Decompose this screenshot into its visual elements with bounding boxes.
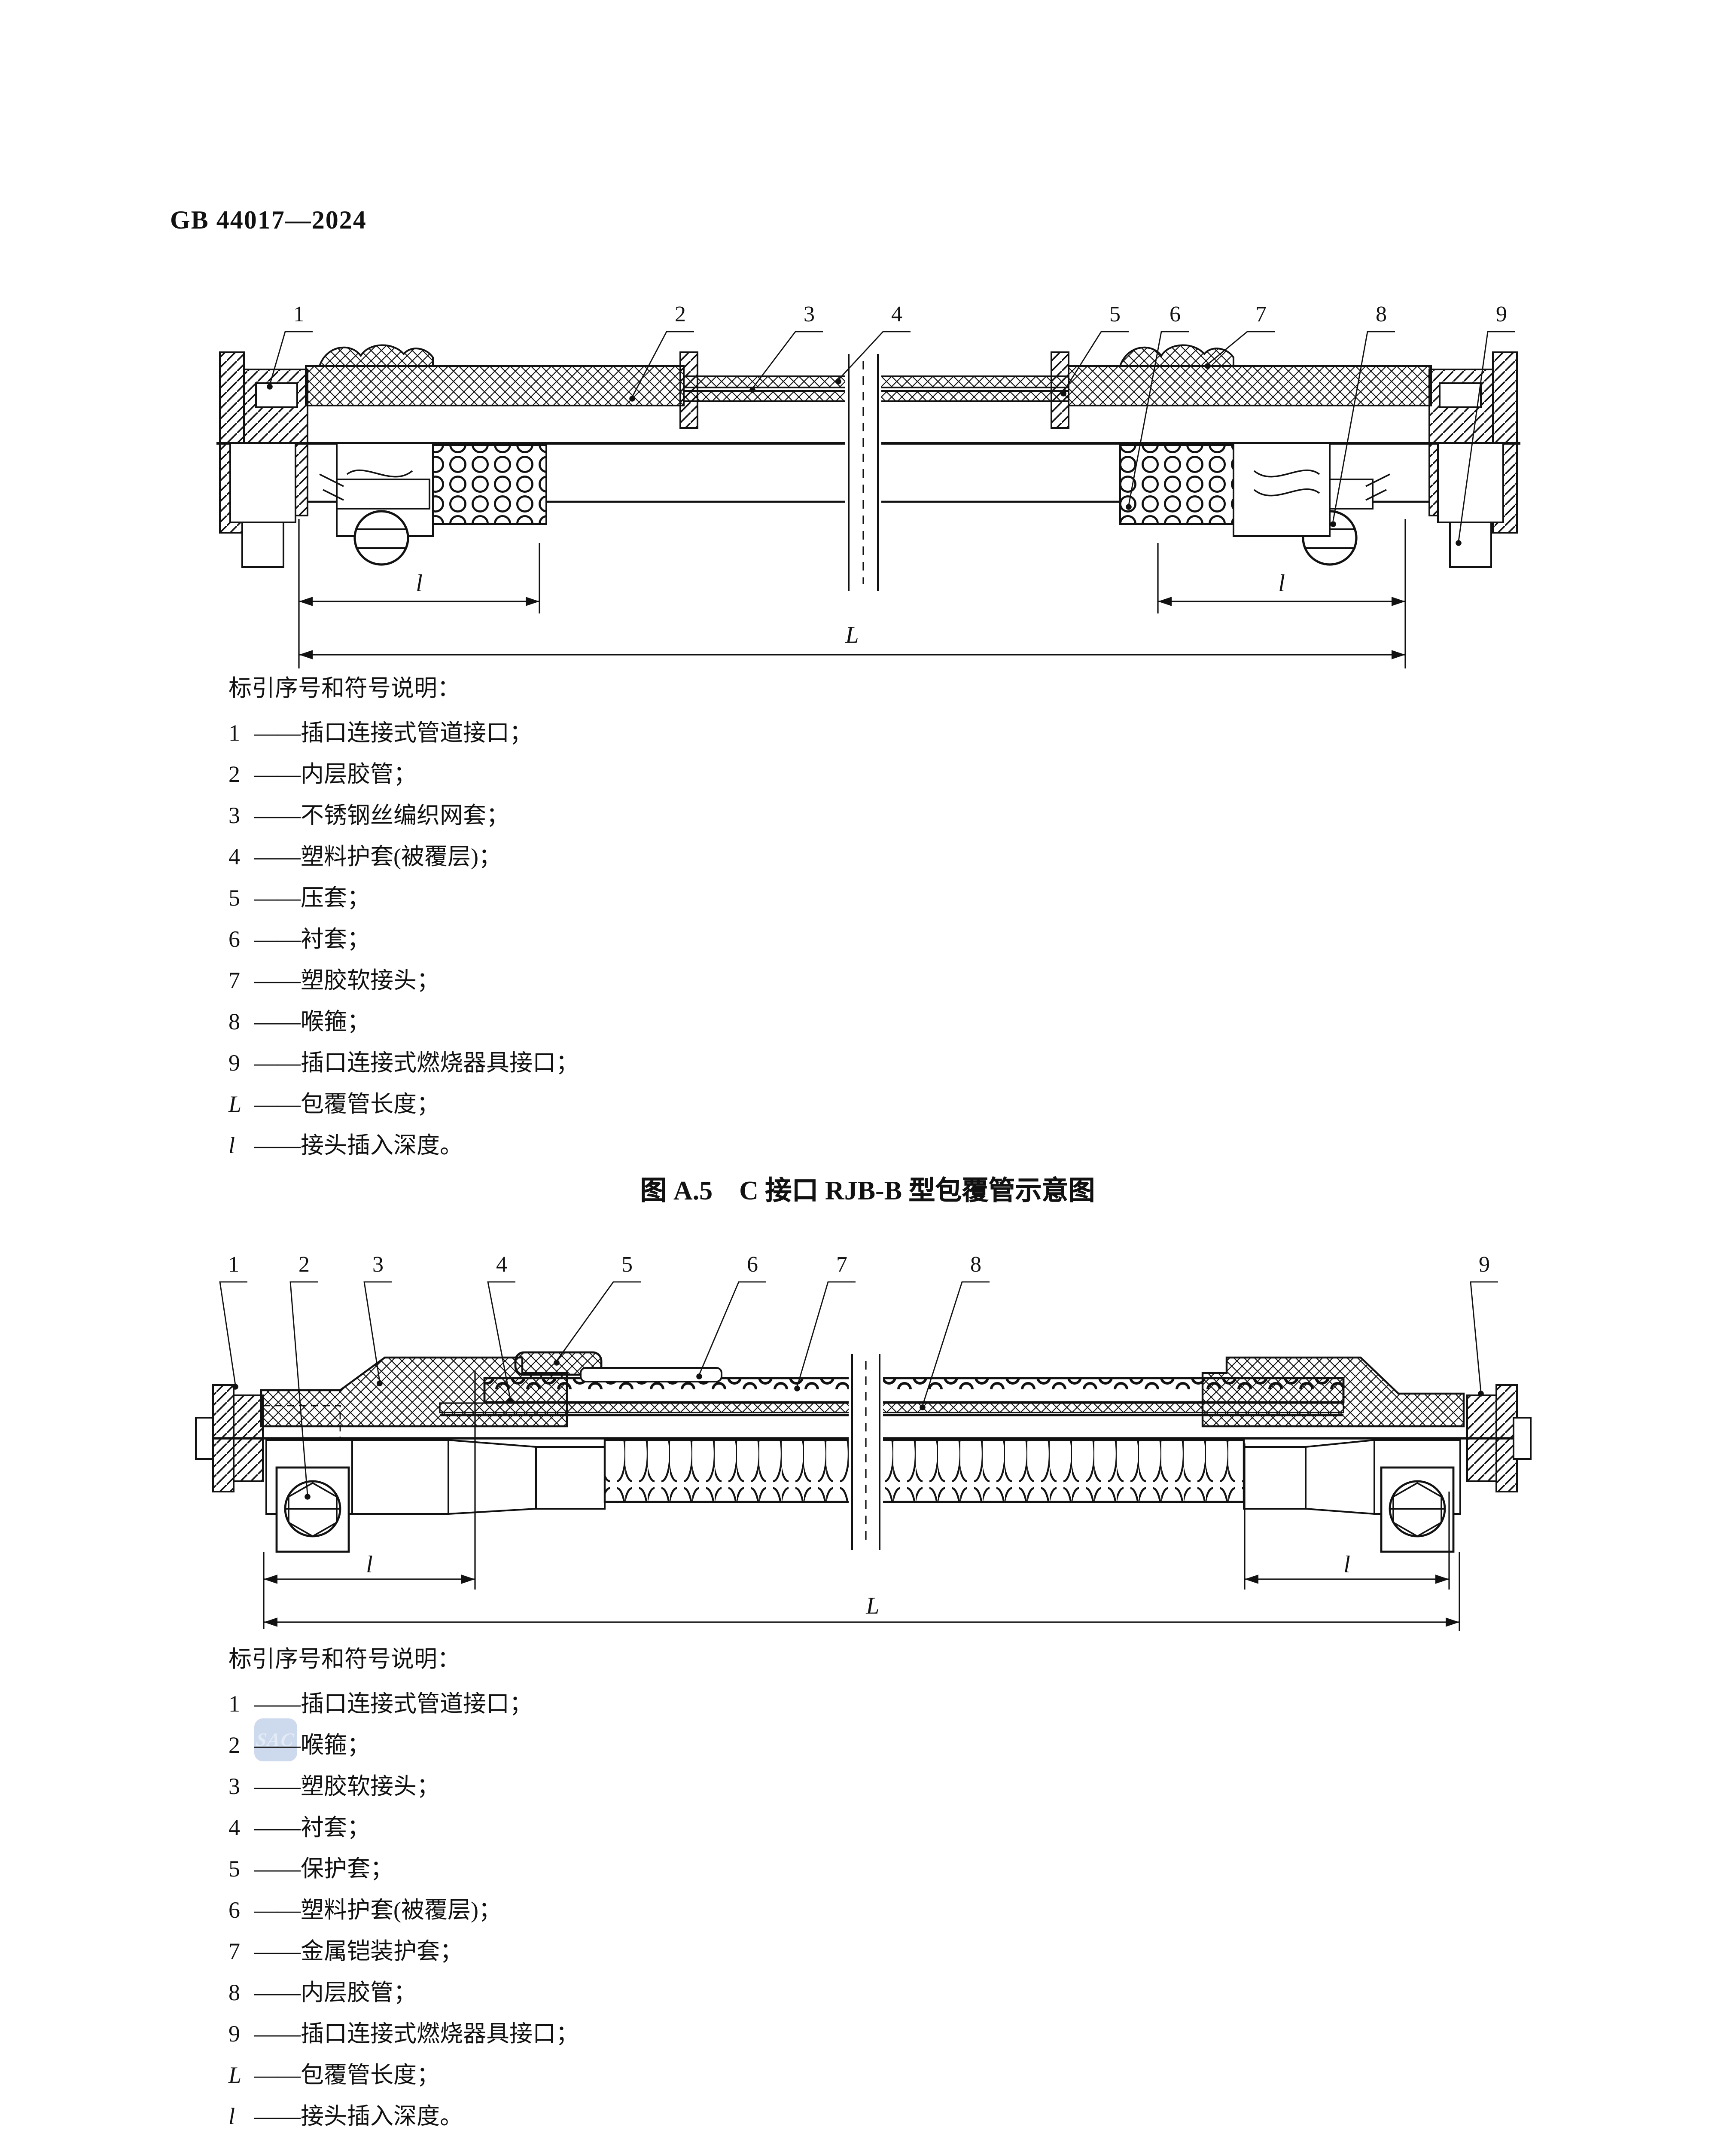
callout-number: 6 <box>1170 301 1181 326</box>
dim-label-l-right: l <box>1343 1553 1350 1579</box>
figure-a6-caption: 图 A.6 C 接口 RJB-K 型包覆管示意图 <box>0 2143 1735 2148</box>
press-sleeve-right <box>1051 351 1069 429</box>
hose-clamp-right <box>1374 1439 1461 1553</box>
corrugated-hose <box>603 1439 1245 1503</box>
callout-number: 6 <box>747 1251 758 1277</box>
dim-label-L: L <box>845 624 859 650</box>
burner-connector-right <box>1428 351 1518 568</box>
legend-item: 1——插口连接式管道接口； <box>228 1691 533 1717</box>
sac-watermark: SAC <box>254 1718 297 1761</box>
callout-number: 7 <box>1255 301 1267 326</box>
sleeve-blocks-left <box>351 1439 606 1515</box>
dim-label-L: L <box>866 1595 880 1620</box>
callout-number: 5 <box>1109 301 1121 326</box>
legend-item: l——接头插入深度。 <box>228 2103 463 2129</box>
pipe-connector-left <box>219 351 308 568</box>
callout-number: 2 <box>675 301 686 326</box>
callout-number: 2 <box>298 1251 310 1277</box>
callout-number: 8 <box>970 1251 981 1277</box>
callout-number: 9 <box>1496 301 1507 326</box>
callout-number: 8 <box>1376 301 1387 326</box>
sleeve-blocks-right <box>1243 1439 1375 1515</box>
callout-leader-lines <box>219 1281 1498 1500</box>
dim-label-l-right: l <box>1278 572 1285 598</box>
callout-number: 4 <box>891 301 902 326</box>
callout-number: 3 <box>372 1251 384 1277</box>
callout-number: 1 <box>228 1251 239 1277</box>
figure-a5-legend: 标引序号和符号说明： 1——插口连接式管道接口； 2——内层胶管； 3——不锈钢… <box>228 668 579 1167</box>
callout-number: 4 <box>496 1251 507 1277</box>
plastic-sheath <box>580 1367 722 1382</box>
legend-item: 9——插口连接式燃烧器具接口； <box>228 2021 579 2047</box>
legend-item: 5——保护套； <box>228 1856 393 1882</box>
press-sleeve-left <box>679 351 698 429</box>
dimension-lines <box>263 1371 1460 1631</box>
callout-number: 1 <box>293 301 305 326</box>
legend-item: 2——内层胶管； <box>228 761 417 787</box>
legend-item: 4——衬套； <box>228 1815 370 1840</box>
callout-number: 5 <box>621 1251 633 1277</box>
hose-clamp-left <box>265 1439 353 1553</box>
legend-item: 4——塑料护套(被覆层)； <box>228 844 502 870</box>
legend-title: 标引序号和符号说明： <box>228 1646 460 1672</box>
rubber-soft-joint-right <box>1119 344 1234 367</box>
callout-number: 3 <box>804 301 815 326</box>
figure-a6-drawing <box>195 1281 1532 1631</box>
legend-item: L——包覆管长度； <box>228 1091 440 1117</box>
hose-clamp-left <box>319 444 547 566</box>
legend-item: 2——喉箍； <box>228 1732 370 1758</box>
standard-code: GB 44017—2024 <box>170 208 367 235</box>
legend-item: l——接头插入深度。 <box>228 1132 463 1158</box>
break-lines <box>849 1347 883 1557</box>
break-lines <box>845 344 881 598</box>
callout-number: 9 <box>1479 1251 1490 1277</box>
pipe-connector-left <box>195 1384 341 1492</box>
callout-number: 7 <box>836 1251 847 1277</box>
legend-item: 7——塑胶软接头； <box>228 967 440 993</box>
legend-item: 5——压套； <box>228 885 370 911</box>
legend-item: 3——塑胶软接头； <box>228 1773 440 1799</box>
dimension-lines <box>298 519 1406 668</box>
rubber-soft-joint-left <box>318 344 434 367</box>
legend-item: L——包覆管长度； <box>228 2062 440 2088</box>
legend-item: 8——内层胶管； <box>228 1980 417 2005</box>
figure-a5-drawing <box>216 331 1520 668</box>
callout-leader-lines <box>267 331 1515 546</box>
figure-a6-legend: 标引序号和符号说明： 1——插口连接式管道接口； 2——喉箍； 3——塑胶软接头… <box>228 1639 579 2138</box>
dim-label-l-left: l <box>366 1553 373 1579</box>
legend-item: 6——塑料护套(被覆层)； <box>228 1897 502 1923</box>
burner-connector-right <box>1466 1384 1532 1492</box>
dim-label-l-left: l <box>416 572 423 598</box>
legend-item: 8——喉箍； <box>228 1009 370 1034</box>
soft-joint-cone-right <box>1201 1356 1465 1428</box>
legend-title: 标引序号和符号说明： <box>228 675 460 701</box>
legend-item: 6——衬套； <box>228 926 370 952</box>
legend-item: 1——插口连接式管道接口； <box>228 720 533 746</box>
legend-item: 7——金属铠装护套； <box>228 1938 463 1964</box>
liner-sleeve-right <box>1233 442 1331 537</box>
figure-a5-caption: 图 A.5 C 接口 RJB-B 型包覆管示意图 <box>640 1177 1095 1206</box>
legend-item: 3——不锈钢丝编织网套； <box>228 802 509 828</box>
legend-item: 9——插口连接式燃烧器具接口； <box>228 1050 579 1076</box>
